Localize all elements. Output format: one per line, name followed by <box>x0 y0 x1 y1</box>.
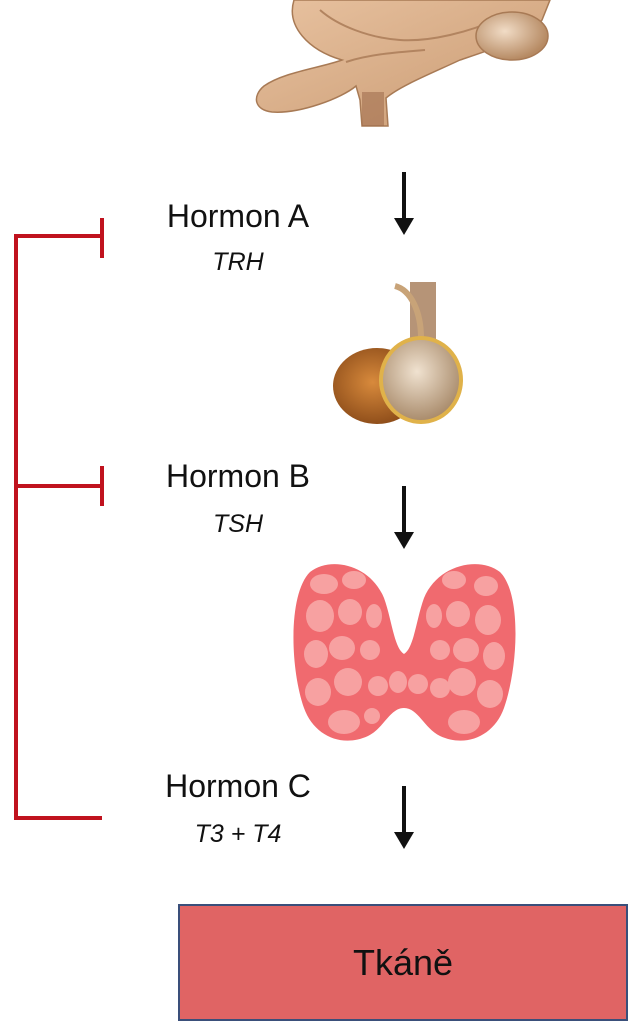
pituitary-icon <box>325 282 465 427</box>
feedback-main-line <box>16 236 102 818</box>
hormone-b-abbr: TSH <box>148 510 328 539</box>
hormone-a-name: Hormon A <box>148 198 328 235</box>
hormone-c-name: Hormon C <box>148 768 328 805</box>
thyroid-icon <box>290 558 518 748</box>
target-tissue-box: Tkáně <box>178 904 628 1021</box>
hormone-b-name: Hormon B <box>148 458 328 495</box>
down-arrow-icon <box>391 486 417 550</box>
target-tissue-label: Tkáně <box>353 942 453 984</box>
hormone-a-abbr: TRH <box>148 248 328 277</box>
hormone-c-abbr: T3 + T4 <box>148 820 328 849</box>
down-arrow-icon <box>391 172 417 236</box>
hypothalamus-icon <box>250 0 580 130</box>
down-arrow-icon <box>391 786 417 850</box>
